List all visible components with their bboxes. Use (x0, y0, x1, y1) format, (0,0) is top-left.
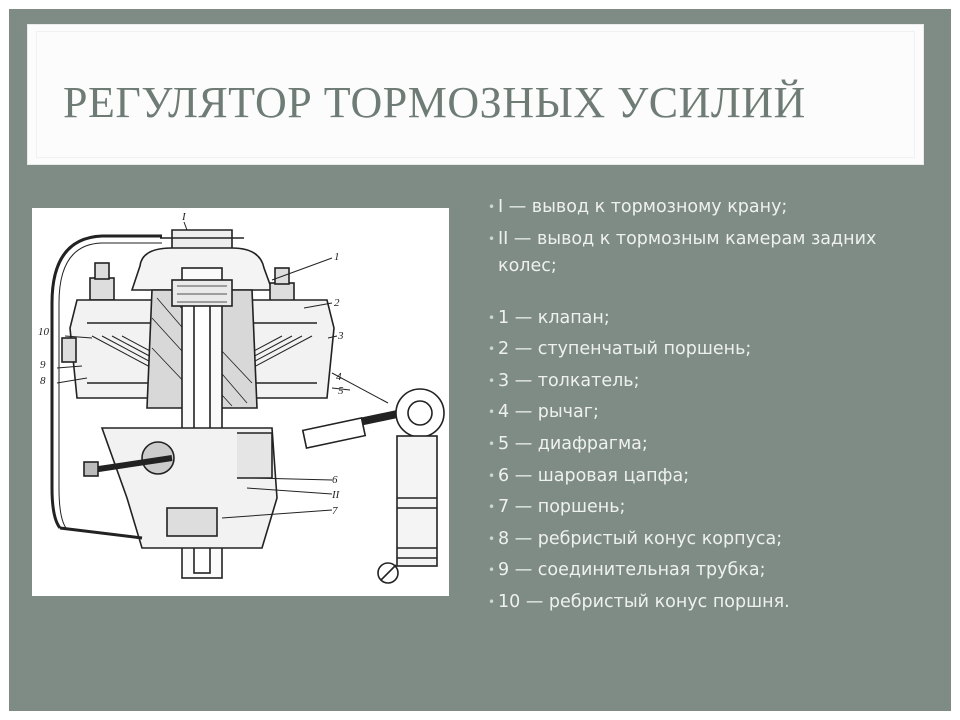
legend-item: 7 — поршень; (488, 494, 920, 521)
callout-10: 10 (38, 326, 50, 338)
callout-9: 9 (40, 359, 46, 371)
title-frame (36, 31, 915, 158)
callout-2: 2 (334, 297, 340, 309)
callout-3: 3 (337, 330, 344, 342)
title-box: РЕГУЛЯТОР ТОРМОЗНЫХ УСИЛИЙ (28, 25, 923, 164)
legend-item: 9 — соединительная трубка; (488, 557, 920, 584)
legend-item: 8 — ребристый конус корпуса; (488, 526, 920, 553)
callout-II: II (331, 489, 341, 501)
legend-item: I — вывод к тормозному крану; (488, 194, 920, 221)
callout-7: 7 (332, 505, 338, 517)
legend-item: 2 — ступенчатый поршень; (488, 336, 920, 363)
legend-item: 3 — толкатель; (488, 368, 920, 395)
legend-item: 1 — клапан; (488, 305, 920, 332)
legend-item: 6 — шаровая цапфа; (488, 463, 920, 490)
regulator-diagram: I 1 2 3 4 5 6 II 7 10 9 8 (32, 208, 449, 596)
legend-item: II — вывод к тормозным камерам задних ко… (488, 226, 920, 280)
legend-item: 4 — рычаг; (488, 399, 920, 426)
callout-6: 6 (332, 474, 338, 486)
callout-1: 1 (334, 251, 340, 263)
callout-4: 4 (336, 371, 342, 383)
legend-item: 5 — диафрагма; (488, 431, 920, 458)
callout-8: 8 (40, 375, 46, 387)
legend-item: 10 — ребристый конус поршня. (488, 589, 920, 616)
legend-list: I — вывод к тормозному крану; II — вывод… (488, 194, 920, 621)
callout-5: 5 (338, 385, 344, 397)
slide-background: РЕГУЛЯТОР ТОРМОЗНЫХ УСИЛИЙ (9, 9, 951, 711)
callout-I: I (181, 211, 187, 223)
slide-title: РЕГУЛЯТОР ТОРМОЗНЫХ УСИЛИЙ (63, 78, 806, 127)
